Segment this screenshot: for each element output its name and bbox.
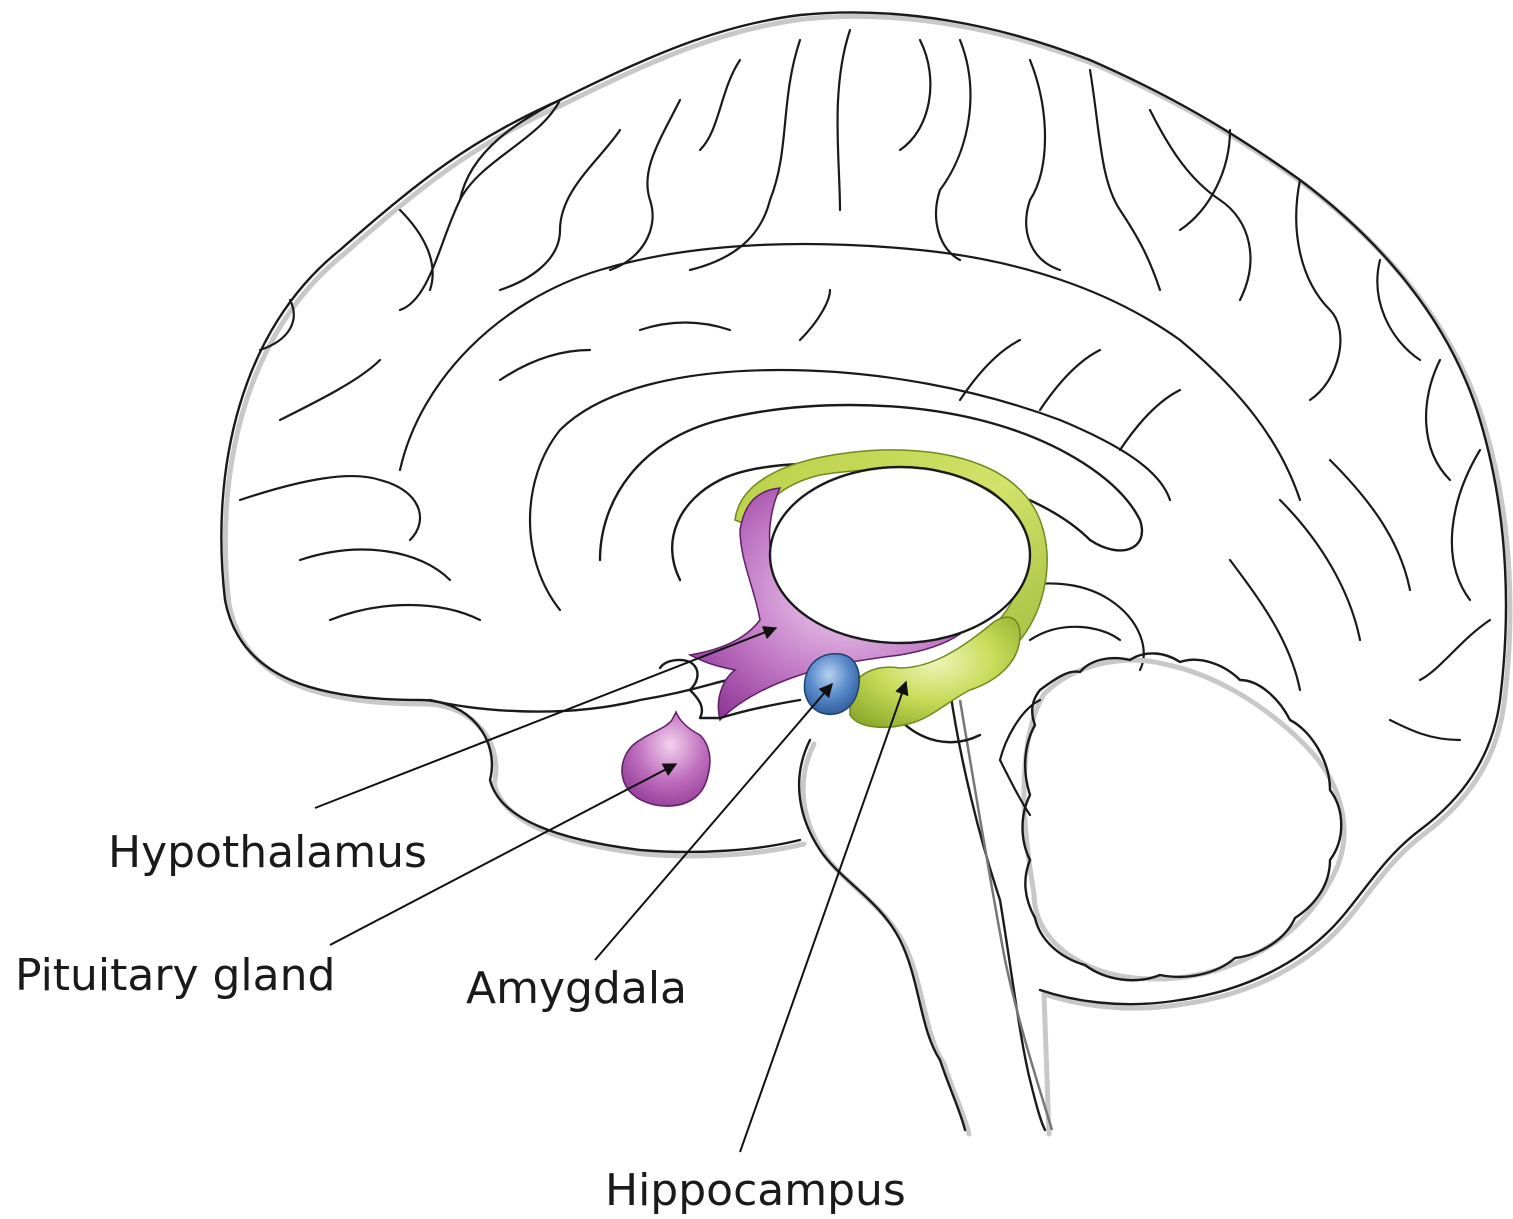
amygdala-leader (595, 684, 832, 960)
label-hippocampus: Hippocampus (605, 1165, 906, 1216)
label-amygdala: Amygdala (466, 963, 687, 1014)
hippocampus-leader (740, 682, 906, 1152)
pituitary-shape (622, 712, 710, 806)
label-hypothalamus: Hypothalamus (108, 827, 427, 878)
label-pituitary-gland: Pituitary gland (15, 950, 335, 1001)
cerebellum (1000, 653, 1344, 980)
brainstem (799, 690, 1052, 1134)
thalamus (770, 467, 1030, 643)
